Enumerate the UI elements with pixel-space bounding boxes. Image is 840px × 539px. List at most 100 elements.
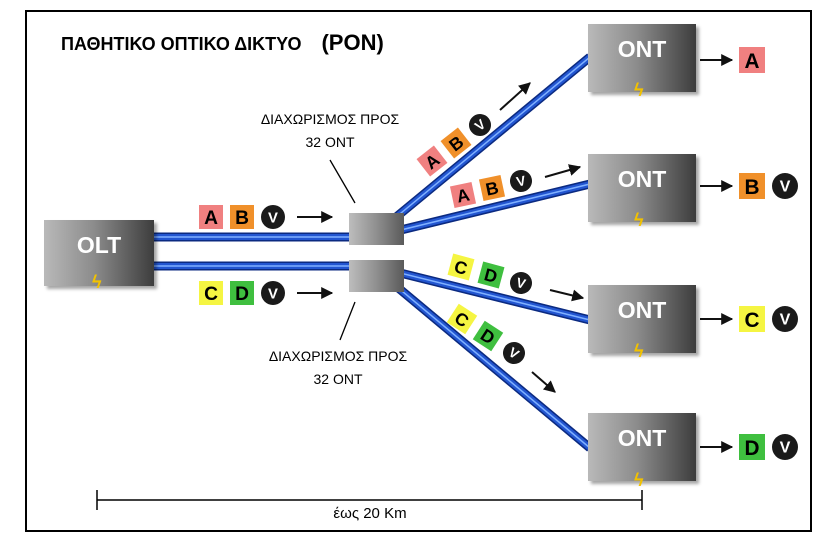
ont-box-2: ONT	[588, 154, 696, 222]
badge-text: B	[744, 176, 759, 199]
fiber-branch-4-highlight	[371, 265, 591, 449]
lightning-icon: ϟ	[634, 80, 644, 100]
badge-c: C	[199, 281, 223, 305]
badge-a: A	[416, 145, 448, 177]
lightning-icon: ϟ	[634, 470, 644, 490]
fiber-branch-2-highlight	[371, 183, 591, 238]
badge-text: V	[515, 173, 527, 190]
video-icon	[772, 306, 798, 332]
splitter-note-bottom-line2: 32 ΟΝΤ	[313, 371, 363, 387]
badge-v: V	[469, 114, 491, 136]
ont-box-4: ONT	[588, 413, 696, 481]
badge-box	[230, 205, 254, 229]
badge-text: V	[515, 275, 528, 292]
badge-text: A	[744, 50, 759, 73]
badge-v: V	[772, 434, 798, 460]
badge-v: V	[503, 342, 525, 364]
ont-label-3: ONT	[617, 297, 667, 323]
fiber-branch-1-highlight	[371, 56, 591, 238]
video-icon	[510, 272, 532, 294]
badge-box	[739, 47, 765, 73]
video-icon	[772, 173, 798, 199]
badge-b: B	[739, 173, 765, 199]
video-icon	[503, 342, 525, 364]
badge-v: V	[772, 306, 798, 332]
badge-d: D	[472, 320, 504, 352]
ont-box-1: ONT	[588, 24, 696, 92]
splitter-note-bottom-line1: ΔΙΑΧΩΡΙΣΜΟΣ ΠΡΟΣ	[268, 348, 408, 364]
badge-b: B	[230, 205, 254, 229]
splitter-pointer-bottom	[339, 301, 356, 341]
badge-box	[478, 174, 506, 202]
video-icon	[261, 205, 285, 229]
badge-text: D	[744, 437, 759, 460]
ont-box-3: ONT	[588, 285, 696, 353]
badge-text: V	[268, 210, 278, 226]
badge-v: V	[772, 173, 798, 199]
branch-labels-1: ABV	[416, 114, 491, 177]
badge-box	[739, 173, 765, 199]
badge-box	[447, 253, 475, 281]
title-main: ΠΑΘΗΤΙΚΟ ΟΠΤΙΚΟ ΔΙΚΤΥΟ	[61, 34, 302, 54]
badge-d: D	[230, 281, 254, 305]
badge-box	[230, 281, 254, 305]
badge-box	[477, 261, 505, 289]
badge-box	[739, 434, 765, 460]
olt-box: OLT	[44, 220, 154, 286]
badge-b: B	[478, 174, 506, 202]
fiber-branch-3-highlight	[371, 265, 591, 321]
ont-label-2: ONT	[617, 166, 667, 192]
distance-label: έως 20 Km	[300, 505, 440, 522]
badge-box	[199, 281, 223, 305]
video-icon	[261, 281, 285, 305]
olt-label: OLT	[76, 232, 122, 258]
badge-b: B	[440, 127, 472, 159]
arrow-right-icon	[544, 164, 582, 178]
title-acronym: (PON)	[321, 30, 384, 55]
video-icon	[469, 114, 491, 136]
splitter-pointer-top	[329, 159, 356, 204]
badge-text: D	[482, 264, 499, 287]
splitter-note-top-line1: ΔΙΑΧΩΡΙΣΜΟΣ ΠΡΟΣ	[260, 111, 400, 127]
badge-a: A	[449, 181, 477, 209]
badge-text: C	[452, 256, 470, 279]
lightning-icon: ϟ	[92, 272, 102, 292]
ont-label-4: ONT	[617, 425, 667, 451]
ont-label-1: ONT	[617, 36, 667, 62]
splitter-note-top-line2: 32 ΟΝΤ	[305, 134, 355, 150]
badge-a: A	[199, 205, 223, 229]
badge-v: V	[510, 170, 532, 192]
arrow-right-icon	[531, 371, 556, 393]
badge-box	[416, 145, 448, 177]
badge-d: D	[477, 261, 505, 289]
badge-box	[739, 306, 765, 332]
diagram-title: ΠΑΘΗΤΙΚΟ ΟΠΤΙΚΟ ΔΙΚΤΥΟ (PON)	[61, 30, 384, 56]
badge-box	[446, 303, 478, 335]
badge-box	[440, 127, 472, 159]
arrow-right-icon	[549, 289, 585, 302]
splitter-top	[349, 213, 404, 245]
badge-a: A	[739, 47, 765, 73]
badge-v: V	[510, 272, 532, 294]
badge-v: V	[261, 281, 285, 305]
badge-c: C	[446, 303, 478, 335]
badge-text: B	[484, 177, 501, 199]
badge-text: C	[744, 309, 759, 332]
splitter-note-top: ΔΙΑΧΩΡΙΣΜΟΣ ΠΡΟΣ 32 ΟΝΤ	[245, 108, 415, 154]
badge-c: C	[739, 306, 765, 332]
video-icon	[772, 434, 798, 460]
arrow-right-icon	[499, 82, 531, 111]
badge-c: C	[447, 253, 475, 281]
lightning-icon: ϟ	[634, 341, 644, 361]
badge-text: C	[204, 284, 218, 305]
badge-box	[472, 320, 504, 352]
badge-v: V	[261, 205, 285, 229]
badge-box	[199, 205, 223, 229]
badge-text: V	[780, 311, 791, 329]
badge-text: A	[204, 208, 218, 229]
